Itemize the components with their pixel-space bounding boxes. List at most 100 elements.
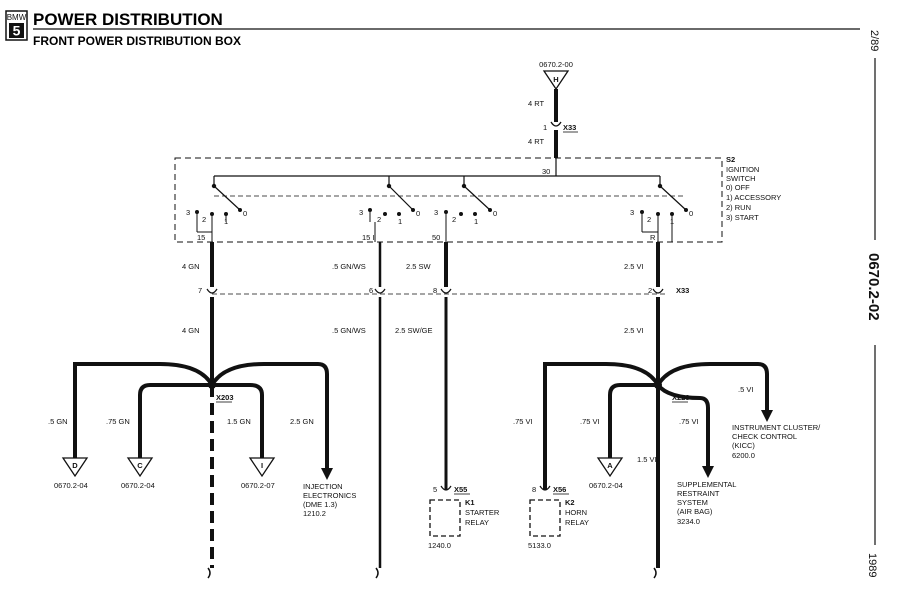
x56-pin: 8	[532, 485, 536, 494]
injection-line-3: (DME 1.3)	[303, 500, 338, 509]
wire-horn-label: .75 VI	[513, 417, 533, 426]
terminal-30: 30	[542, 167, 550, 176]
switch-position-labels: 3 2 1 0 3 2 1 0 3 2 1 0 3 2 1 0	[186, 208, 693, 226]
svg-text:1: 1	[474, 217, 478, 226]
wire-c-label: .75 GN	[106, 417, 130, 426]
ignition-switch-line-5: 2) RUN	[726, 203, 751, 212]
svg-text:A: A	[607, 461, 613, 470]
ignition-switch-box	[174, 157, 723, 243]
svg-text:2: 2	[202, 215, 206, 224]
switch-contact-dots	[195, 183, 688, 216]
page-subtitle: FRONT POWER DISTRIBUTION BOX	[33, 34, 241, 48]
x33-pin-2: 2	[648, 286, 652, 295]
injection-arrow	[321, 468, 333, 480]
logo-series: 5	[13, 23, 21, 39]
connector-d: D	[61, 457, 89, 478]
starter-relay-line-1: STARTER	[465, 508, 500, 517]
svg-text:2: 2	[647, 215, 651, 224]
connector-i-ref: 0670.2-07	[241, 481, 275, 490]
wire-main-down-label: 1.5 VI	[637, 455, 657, 464]
wire-4gn-lower: 4 GN	[182, 326, 200, 335]
svg-text:2: 2	[377, 215, 381, 224]
wire-a-label: .75 VI	[580, 417, 600, 426]
side-page-code: 0670.2-02	[865, 253, 882, 321]
x33-row-pin-symbols	[206, 288, 664, 294]
svg-text:I: I	[261, 461, 263, 470]
side-year: 1989	[866, 553, 878, 577]
wire-4rt-lower-label: 4 RT	[528, 137, 545, 146]
svg-text:1: 1	[398, 217, 402, 226]
splice-x203-id: X203	[216, 393, 234, 402]
connector-d-ref: 0670.2-04	[54, 481, 88, 490]
x56-pin-symbol	[539, 485, 551, 491]
starter-relay-ref: 1240.0	[428, 541, 451, 550]
svg-text:3: 3	[630, 208, 634, 217]
wire-i-label: 1.5 GN	[227, 417, 251, 426]
x33-pin-7: 7	[198, 286, 202, 295]
starter-relay-id: K1	[465, 498, 475, 507]
injection-line-4: 1210.2	[303, 509, 326, 518]
x33-pin-6: 6	[369, 286, 373, 295]
srs-line-5: 3234.0	[677, 517, 700, 526]
wire-4gn-upper: 4 GN	[182, 262, 200, 271]
wire-05gnws-upper: .5 GN/WS	[332, 262, 366, 271]
svg-text:C: C	[137, 461, 143, 470]
wire-inj-label: 2.5 GN	[290, 417, 314, 426]
cluster-line-4: 6200.0	[732, 451, 755, 460]
ignition-switch-line-6: 3) START	[726, 213, 759, 222]
svg-text:0: 0	[416, 209, 420, 218]
logo-brand: BMW	[7, 13, 27, 22]
splice-x223-id: X223	[672, 393, 690, 402]
terminal-15: 15	[197, 233, 205, 242]
wire-cluster-label: .5 VI	[738, 385, 753, 394]
connector-i: I	[248, 457, 276, 478]
page-title: POWER DISTRIBUTION	[33, 10, 223, 29]
top-connector-ref: 0670.2-00	[539, 60, 573, 69]
terminal-50: 50	[432, 233, 440, 242]
splice-x223-branches	[543, 362, 769, 568]
horn-relay-box	[529, 499, 561, 537]
svg-text:1: 1	[224, 217, 228, 226]
wire-srs-label: .75 VI	[679, 417, 699, 426]
ignition-switch-line-2: SWITCH	[726, 174, 756, 183]
x33-top-pin-symbol	[550, 121, 562, 127]
ignition-switch-id: S2	[726, 155, 735, 164]
srs-line-3: SYSTEM	[677, 498, 708, 507]
ignition-switch-line-4: 1) ACCESSORY	[726, 193, 781, 202]
wire-25sw-upper: 2.5 SW	[406, 262, 432, 271]
svg-text:3: 3	[359, 208, 363, 217]
srs-line-4: (AIR BAG)	[677, 507, 713, 516]
starter-relay-line-2: RELAY	[465, 518, 489, 527]
svg-text:0: 0	[493, 209, 497, 218]
srs-arrow	[702, 466, 714, 478]
svg-text:0: 0	[689, 209, 693, 218]
connector-a: A	[596, 457, 624, 478]
svg-text:1: 1	[670, 217, 674, 226]
top-connector-letter: H	[553, 75, 558, 84]
injection-line-2: ELECTRONICS	[303, 491, 356, 500]
connector-a-ref: 0670.2-04	[589, 481, 623, 490]
wire-4rt-upper-label: 4 RT	[528, 99, 545, 108]
x33-row-connector: X33	[676, 286, 689, 295]
x55-pin: 5	[433, 485, 437, 494]
starter-relay-box	[429, 499, 461, 537]
connector-c: C	[126, 457, 154, 478]
svg-text:3: 3	[186, 208, 190, 217]
svg-text:0: 0	[243, 209, 247, 218]
x55-pin-symbol	[440, 485, 452, 491]
splice-x223-dot	[654, 381, 662, 389]
x33-top-connector: X33	[563, 123, 576, 132]
main-wires	[210, 242, 660, 568]
cluster-line-3: (KICC)	[732, 441, 755, 450]
horn-relay-id: K2	[565, 498, 575, 507]
connector-c-ref: 0670.2-04	[121, 481, 155, 490]
wire-05gnws-lower: .5 GN/WS	[332, 326, 366, 335]
svg-text:3: 3	[434, 208, 438, 217]
horn-relay-line-1: HORN	[565, 508, 587, 517]
wire-25vi-upper: 2.5 VI	[624, 262, 644, 271]
ignition-switch-line-3: 0) OFF	[726, 183, 750, 192]
ignition-switch-line-1: IGNITION	[726, 165, 759, 174]
terminal-15i: 15 I	[362, 233, 375, 242]
horn-relay-ref: 5133.0	[528, 541, 551, 550]
